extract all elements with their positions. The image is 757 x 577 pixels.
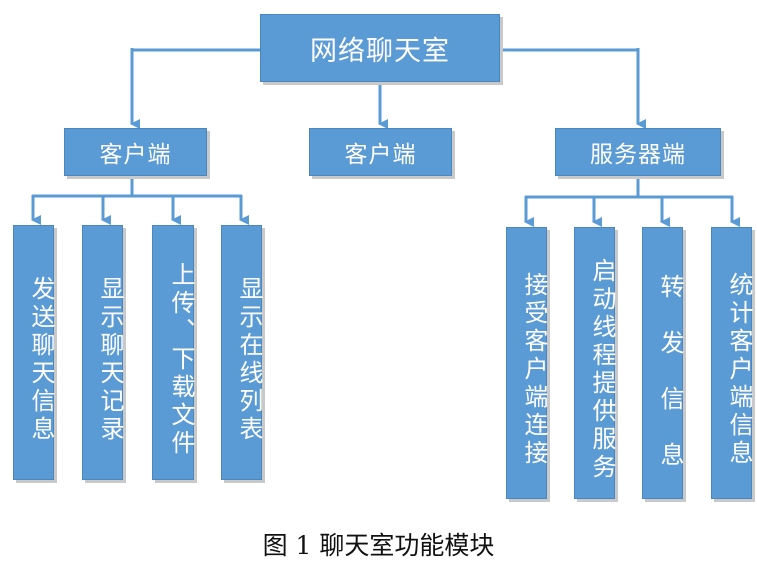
- leaf-node-label: 转 发 信 息: [656, 274, 684, 468]
- leaf-node-label: 发送聊天信息: [27, 275, 55, 444]
- branch-node-left-client: 客户端: [64, 128, 207, 176]
- leaf-node-start-thread: 启动线程提供服务: [574, 227, 616, 499]
- branch-node-label: 客户端: [344, 142, 417, 168]
- leaf-node-label: 接受客户端连接: [520, 272, 548, 468]
- leaf-node-accept-connection: 接受客户端连接: [506, 227, 548, 499]
- leaf-node-label: 上传、下载文件: [167, 261, 195, 458]
- leaf-node-label: 统计客户端信息: [725, 272, 753, 468]
- leaf-node-show-history: 显示聊天记录: [82, 225, 124, 480]
- branch-node-server: 服务器端: [555, 128, 721, 176]
- leaf-node-upload-download: 上传、下载文件: [152, 225, 195, 480]
- branch-node-center-client: 客户端: [309, 128, 452, 176]
- root-node: 网络聊天室: [260, 14, 500, 82]
- leaf-node-client-stats: 统计客户端信息: [711, 227, 753, 499]
- leaf-node-forward-message: 转 发 信 息: [642, 227, 684, 499]
- leaf-node-send-message: 发送聊天信息: [13, 225, 55, 480]
- branch-node-label: 服务器端: [590, 142, 686, 168]
- leaf-node-label: 启动线程提供服务: [588, 258, 616, 482]
- root-node-label: 网络聊天室: [310, 35, 450, 67]
- leaf-node-online-list: 显示在线列表: [221, 225, 263, 480]
- leaf-node-label: 显示在线列表: [235, 275, 263, 444]
- figure-caption: 图 1 聊天室功能模块: [262, 531, 495, 560]
- branch-node-label: 客户端: [99, 142, 172, 168]
- leaf-node-label: 显示聊天记录: [96, 275, 124, 444]
